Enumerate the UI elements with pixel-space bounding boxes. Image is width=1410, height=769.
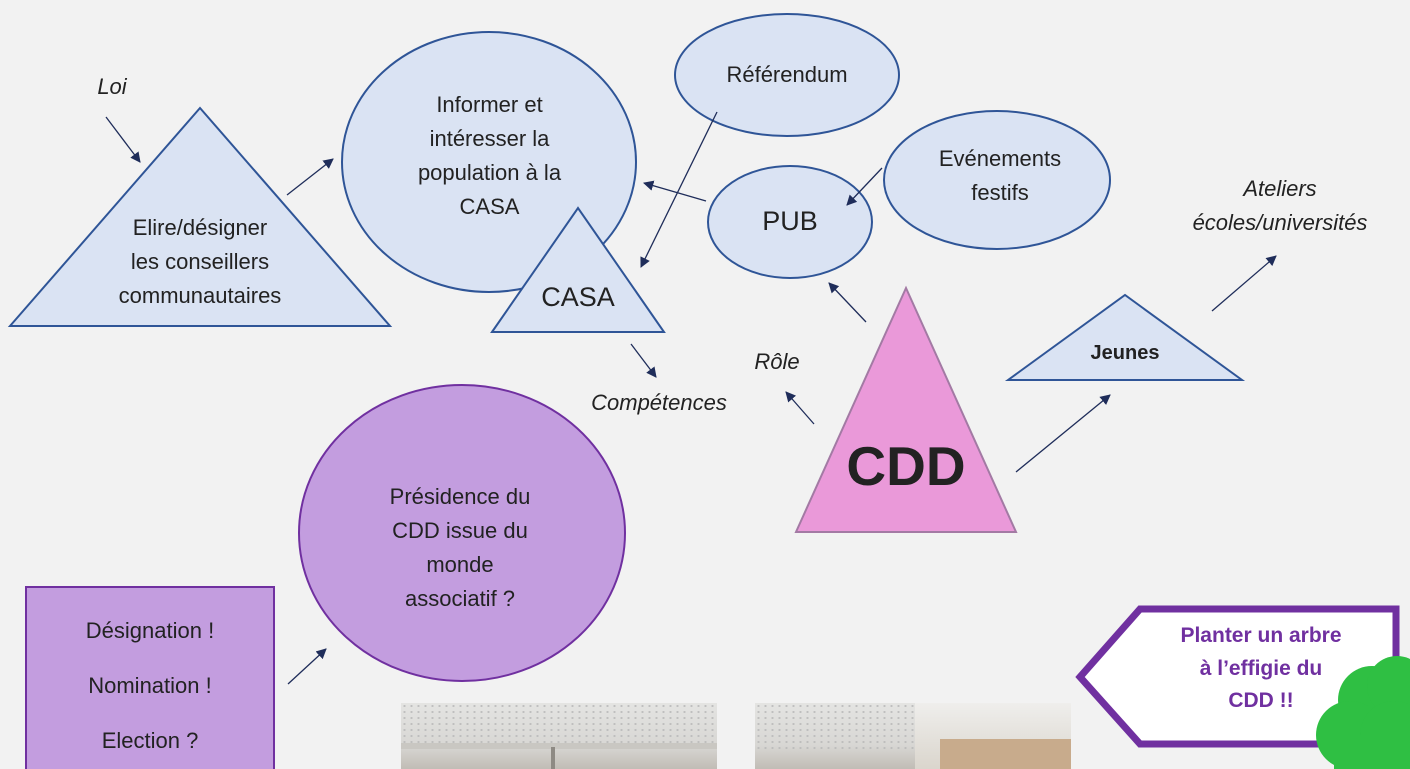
arrow-evenements-to-pub <box>846 167 883 206</box>
pub-ellipse <box>707 165 873 279</box>
photo-meeting-room-right <box>755 703 1071 769</box>
node-presidence-label: Présidence du CDD issue du monde associa… <box>389 484 531 612</box>
arrow-referendum-to-casa <box>640 111 718 268</box>
node-evenements-label: Evénements festifs <box>938 146 1062 206</box>
node-cdd-label: CDD <box>846 435 966 497</box>
arrow-elire-to-informer <box>286 158 334 196</box>
node-informer-label: Informer et intéresser la population à l… <box>417 92 562 220</box>
tree-icon <box>1316 656 1410 769</box>
node-referendum-label: Référendum <box>726 62 848 87</box>
presidence-circle <box>298 384 626 682</box>
arrow-loi-to-elire <box>105 116 141 163</box>
arrow-pub-to-informer <box>643 180 707 202</box>
arrow-cdd-to-role <box>785 391 815 425</box>
annotation-role: Rôle <box>754 349 800 374</box>
designation-box <box>25 586 275 769</box>
node-planter-label: Planter un arbre à l’effigie du CDD !! <box>1180 624 1342 713</box>
node-elire-label: Elire/désigner les conseillers communaut… <box>118 215 282 309</box>
cdd-triangle <box>794 285 1018 533</box>
arrow-designation-to-presidence <box>287 648 327 685</box>
node-designation-label: Désignation ! Nomination ! Election ? <box>85 618 215 753</box>
arrow-cdd-to-pub <box>828 282 867 323</box>
arrow-casa-to-competences <box>630 343 657 378</box>
arrow-cdd-to-jeunes <box>1015 394 1111 473</box>
photo-meeting-room-left <box>401 703 717 769</box>
node-casa-label: CASA <box>541 282 615 312</box>
node-jeunes-label: Jeunes <box>1090 342 1160 364</box>
casa-triangle <box>490 206 666 333</box>
evenements-ellipse <box>883 110 1111 250</box>
jeunes-triangle <box>1004 293 1246 381</box>
elire-triangle <box>7 106 393 327</box>
informer-ellipse <box>341 31 637 293</box>
annotation-loi: Loi <box>97 74 127 99</box>
annotation-ateliers: Ateliers écoles/universités <box>1192 176 1368 236</box>
annotation-competences: Compétences <box>591 390 727 415</box>
node-pub-label: PUB <box>762 206 818 236</box>
referendum-ellipse <box>674 13 900 137</box>
arrow-jeunes-to-ateliers <box>1211 255 1277 312</box>
